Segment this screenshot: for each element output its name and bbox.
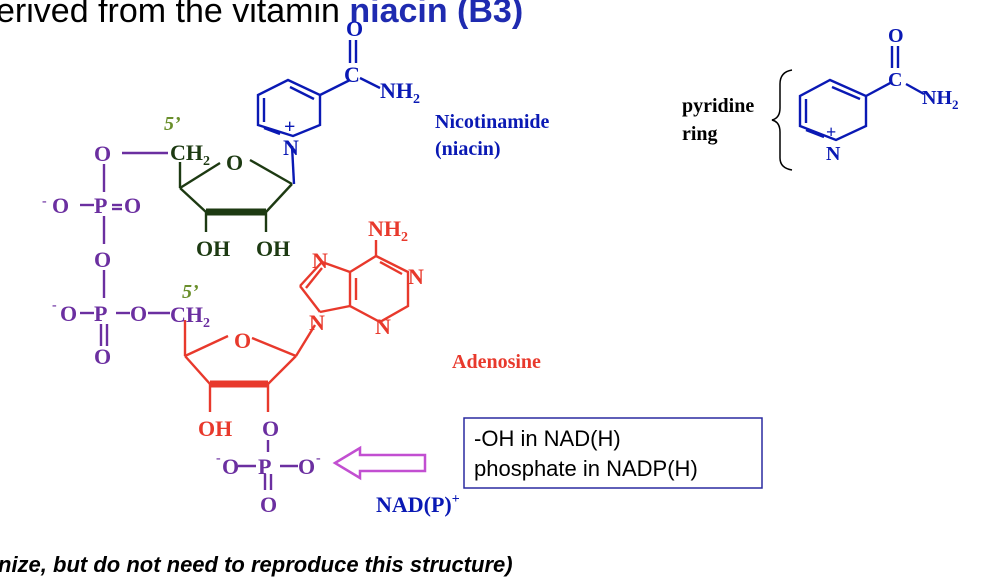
pyridine-label: pyridine [682, 95, 754, 117]
nicotinamide-ring [256, 40, 381, 185]
nicotinamide-label: Nicotinamide [435, 111, 550, 133]
inset-charge: + [826, 122, 836, 142]
curly-brace [771, 69, 793, 171]
adenine-n1: N [408, 264, 424, 289]
carbonyl-carbon: C [344, 62, 360, 87]
phosphate-2-oxo: O [94, 344, 111, 369]
charge-1: - [42, 194, 47, 209]
ribose-1-ch2: CH2 [170, 140, 210, 169]
charge-4: - [316, 451, 321, 466]
phosphate-2-oxygen-minus: O [60, 301, 77, 326]
phosphate-1-p: P [94, 193, 107, 218]
charge-3: - [216, 451, 221, 466]
ribose-2-oh: OH [198, 416, 232, 441]
nadp-label: NAD(P)+ [376, 492, 460, 517]
diphosphate-bonds [80, 151, 170, 346]
ribose-1-oh-3: OH [256, 236, 290, 261]
phosphate-3-oxo: O [260, 492, 277, 517]
carbonyl-oxygen: O [346, 16, 363, 41]
adenine-n7: N [312, 248, 328, 273]
callout-line-2: phosphate in NADP(H) [474, 456, 698, 481]
ribose-2 [183, 320, 297, 412]
amide-nh2: NH2 [380, 78, 420, 107]
two-prime-phosphate-bonds [238, 440, 298, 490]
five-prime-label-1: 5’ [164, 113, 181, 135]
callout-box [463, 417, 763, 489]
adenine-n9: N [309, 310, 325, 335]
slide-title: erived from the vitamin niacin (B3) [0, 0, 523, 30]
pyridinium-nitrogen: N [283, 135, 299, 160]
ribose-2-ring-oxygen: O [234, 328, 251, 353]
inset-carbonyl-oxygen: O [888, 25, 904, 47]
phosphate-1-oxo: O [124, 193, 141, 218]
inset-nitrogen: N [826, 143, 841, 165]
adenine-rings [294, 240, 410, 357]
phosphate-3-oxygen-right: O [298, 454, 315, 479]
phosphate-arrow-icon [332, 445, 427, 481]
bridge-oxygen-top: O [94, 141, 111, 166]
niacin-label: (niacin) [435, 138, 501, 160]
inset-nh2: NH2 [922, 87, 959, 112]
phosphate-2-p: P [94, 301, 107, 326]
bridge-oxygen-middle: O [94, 247, 111, 272]
ribose-1-ring-oxygen: O [226, 150, 243, 175]
ring-label: ring [682, 123, 718, 145]
pyridine-ring-inset [798, 46, 925, 142]
phosphate-3-oxygen-left: O [222, 454, 239, 479]
ribose-1-oh-2: OH [196, 236, 230, 261]
pyridinium-charge: + [284, 116, 295, 138]
phosphate-3-p: P [258, 454, 271, 479]
inset-carbonyl-carbon: C [888, 69, 902, 91]
charge-2: - [52, 298, 57, 313]
adenine-nh2: NH2 [368, 216, 408, 245]
phosphate-1-oxygen-minus: O [52, 193, 69, 218]
five-prime-label-2: 5’ [182, 281, 199, 303]
bridge-oxygen-lower: O [130, 301, 147, 326]
ribose-2-ch2: CH2 [170, 302, 210, 331]
adenine-n3: N [375, 314, 391, 339]
ribose-2-o-phosphate: O [262, 416, 279, 441]
footer-note: nize, but do not need to reproduce this … [0, 552, 513, 577]
adenosine-label: Adenosine [452, 351, 541, 373]
callout-line-1: -OH in NAD(H) [474, 426, 621, 451]
